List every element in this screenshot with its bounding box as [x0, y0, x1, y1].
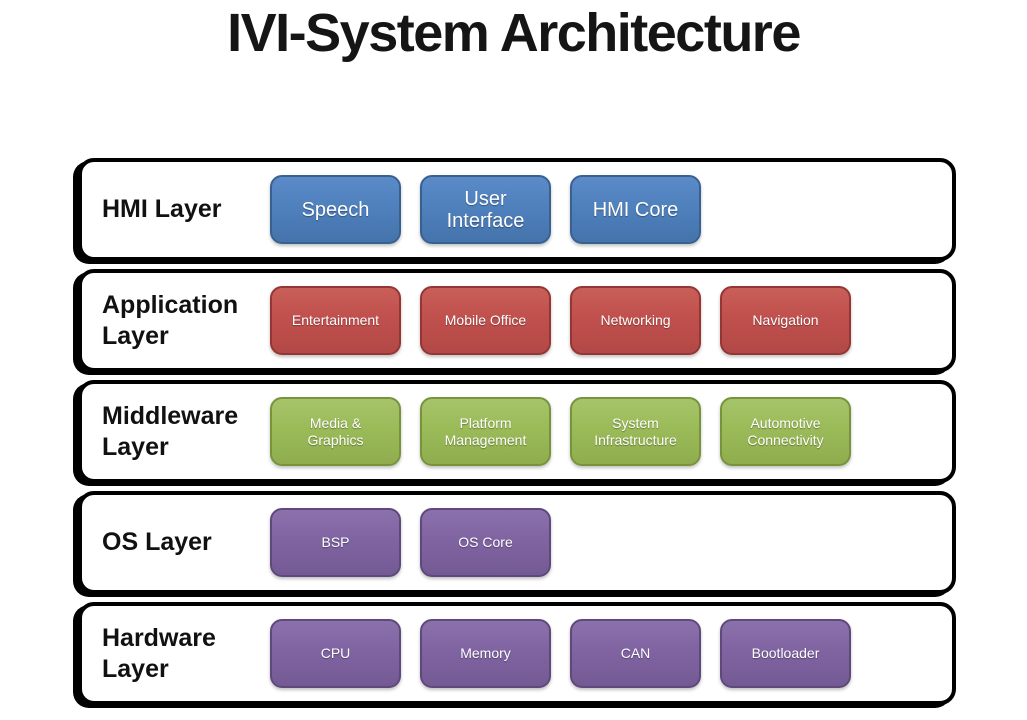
module-box-networking: Networking [570, 286, 701, 355]
module-box-speech: Speech [270, 175, 401, 244]
module-box-memory: Memory [420, 619, 551, 688]
module-box-bootloader: Bootloader [720, 619, 851, 688]
layer-row-middleware: Middleware Layer Media & Graphics Platfo… [78, 380, 956, 483]
layer-label-middleware: Middleware Layer [102, 402, 239, 461]
layer-label-os: OS Layer [102, 528, 212, 557]
layer-row-application: Application Layer Entertainment Mobile O… [78, 269, 956, 372]
layer-label-hmi: HMI Layer [102, 195, 222, 224]
module-box-navigation: Navigation [720, 286, 851, 355]
module-box-entertainment: Entertainment [270, 286, 401, 355]
module-box-automotive-connectivity: Automotive Connectivity [720, 397, 851, 466]
layer-label-hardware: Hardware Layer [102, 624, 216, 683]
module-box-platform-management: Platform Management [420, 397, 551, 466]
module-box-user-interface: User Interface [420, 175, 551, 244]
module-box-system-infrastructure: System Infrastructure [570, 397, 701, 466]
hmi-module-boxes: Speech User Interface HMI Core [270, 175, 701, 244]
os-module-boxes: BSP OS Core [270, 508, 551, 577]
diagram-title: IVI-System Architecture [227, 3, 801, 63]
application-module-boxes: Entertainment Mobile Office Networking N… [270, 286, 851, 355]
layer-label-application: Application Layer [102, 291, 239, 350]
layer-stack: HMI Layer Speech User Interface HMI Core… [78, 158, 956, 705]
layer-row-hmi: HMI Layer Speech User Interface HMI Core [78, 158, 956, 261]
module-box-mobile-office: Mobile Office [420, 286, 551, 355]
module-box-media-graphics: Media & Graphics [270, 397, 401, 466]
module-box-can: CAN [570, 619, 701, 688]
module-box-hmi-core: HMI Core [570, 175, 701, 244]
hardware-module-boxes: CPU Memory CAN Bootloader [270, 619, 851, 688]
module-box-os-core: OS Core [420, 508, 551, 577]
middleware-module-boxes: Media & Graphics Platform Management Sys… [270, 397, 851, 466]
layer-row-hardware: Hardware Layer CPU Memory CAN Bootloader [78, 602, 956, 705]
module-box-cpu: CPU [270, 619, 401, 688]
layer-row-os: OS Layer BSP OS Core [78, 491, 956, 594]
module-box-bsp: BSP [270, 508, 401, 577]
